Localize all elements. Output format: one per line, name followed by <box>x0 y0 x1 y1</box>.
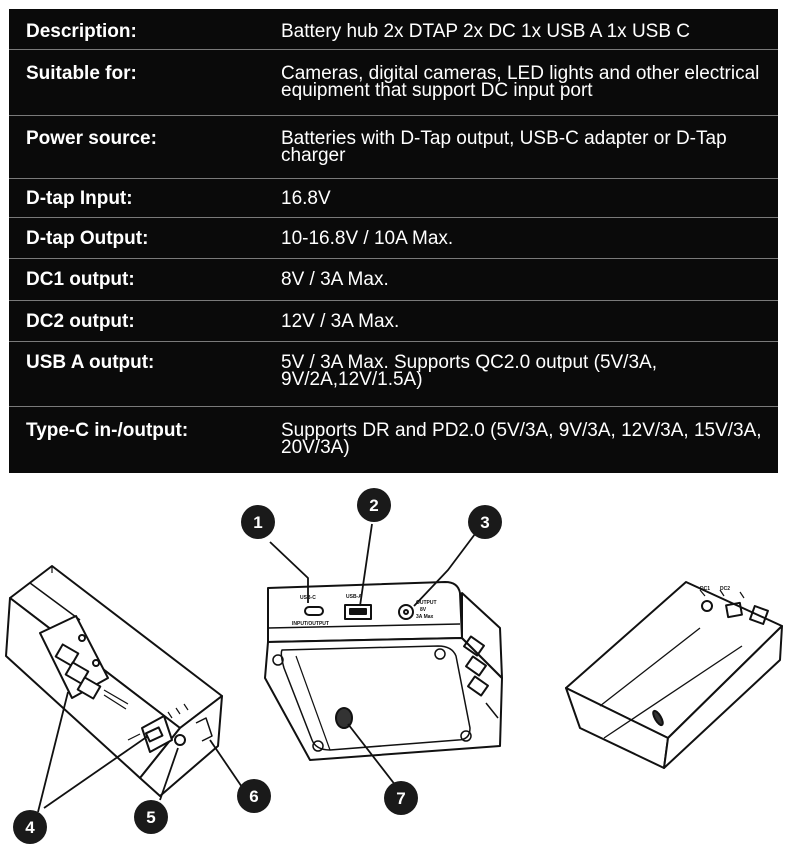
callout-badge-5: 5 <box>134 800 168 834</box>
spec-row-usb-a-output: USB A output: 5V / 3A Max. Supports QC2.… <box>9 342 778 406</box>
svg-text:2: 2 <box>369 496 378 515</box>
callout-badge-3: 3 <box>468 505 502 539</box>
spec-row-dc1-output: DC1 output: 8V / 3A Max. <box>9 259 778 300</box>
svg-text:5: 5 <box>146 808 155 827</box>
spec-label: Power source: <box>26 128 157 149</box>
spec-row-description: Description: Battery hub 2x DTAP 2x DC 1… <box>9 9 778 49</box>
spec-value: 5V / 3A Max. Supports QC2.0 output (5V/3… <box>281 352 657 390</box>
usb-c-port-label: USB-C <box>300 595 316 601</box>
row-divider <box>9 217 778 218</box>
row-divider <box>9 49 778 50</box>
spec-label: Type-C in-/output: <box>26 420 189 441</box>
row-divider <box>9 341 778 342</box>
spec-value: 12V / 3A Max. <box>281 311 400 332</box>
spec-value: Battery hub 2x DTAP 2x DC 1x USB A 1x US… <box>281 21 691 42</box>
svg-text:6: 6 <box>249 787 258 806</box>
spec-label: D-tap Input: <box>26 188 133 209</box>
callout-badge-4: 4 <box>13 810 47 844</box>
row-divider <box>9 115 778 116</box>
spec-value: 8V / 3A Max. <box>281 269 389 290</box>
spec-label: USB A output: <box>26 352 155 373</box>
row-divider <box>9 300 778 301</box>
spec-row-suitable-for: Suitable for: Cameras, digital cameras, … <box>9 50 778 115</box>
spec-row-dc2-output: DC2 output: 12V / 3A Max. <box>9 301 778 341</box>
product-diagram: USB-C INPUT/OUTPUT USB-A OUTPUT 8V 3A Ma… <box>0 478 790 852</box>
spec-value: Supports DR and PD2.0 (5V/3A, 9V/3A, 12V… <box>281 420 762 458</box>
svg-text:4: 4 <box>25 818 35 837</box>
spec-label: Description: <box>26 21 137 42</box>
spec-table: Description: Battery hub 2x DTAP 2x DC 1… <box>9 9 778 473</box>
spec-label: DC1 output: <box>26 269 135 290</box>
callout-badge-6: 6 <box>237 779 271 813</box>
spec-row-type-c: Type-C in-/output: Supports DR and PD2.0… <box>9 407 778 473</box>
callout-badge-7: 7 <box>384 781 418 815</box>
right-port-label-2: DC2 <box>720 586 730 592</box>
usb-a-port-label: USB-A <box>346 594 362 600</box>
callout-lines <box>37 523 479 813</box>
dc-output-label: OUTPUT <box>416 600 437 606</box>
dc-output-sublabel-2: 3A Max <box>416 614 434 620</box>
row-divider <box>9 258 778 259</box>
callout-badge-2: 2 <box>357 488 391 522</box>
svg-text:3: 3 <box>480 513 489 532</box>
svg-text:7: 7 <box>396 789 405 808</box>
spec-value: Cameras, digital cameras, LED lights and… <box>281 63 760 101</box>
device-right-view <box>565 581 783 769</box>
row-divider <box>9 406 778 407</box>
spec-row-dtap-output: D-tap Output: 10-16.8V / 10A Max. <box>9 218 778 258</box>
callout-badge-1: 1 <box>241 505 275 539</box>
product-illustration: USB-C INPUT/OUTPUT USB-A OUTPUT 8V 3A Ma… <box>5 488 783 844</box>
spec-label: D-tap Output: <box>26 228 149 249</box>
device-left-view <box>5 565 223 797</box>
spec-value: 10-16.8V / 10A Max. <box>281 228 454 249</box>
dc-output-sublabel-1: 8V <box>420 607 427 613</box>
spec-label: Suitable for: <box>26 63 137 84</box>
spec-label: DC2 output: <box>26 311 135 332</box>
usb-c-port-sublabel: INPUT/OUTPUT <box>292 621 329 627</box>
svg-text:1: 1 <box>253 513 262 532</box>
spec-value: Batteries with D-Tap output, USB-C adapt… <box>281 128 727 166</box>
row-divider <box>9 178 778 179</box>
spec-row-power-source: Power source: Batteries with D-Tap outpu… <box>9 116 778 178</box>
device-middle-view <box>264 581 503 761</box>
spec-row-dtap-input: D-tap Input: 16.8V <box>9 179 778 217</box>
spec-value: 16.8V <box>281 188 331 209</box>
right-port-label-1: DC1 <box>700 586 710 592</box>
